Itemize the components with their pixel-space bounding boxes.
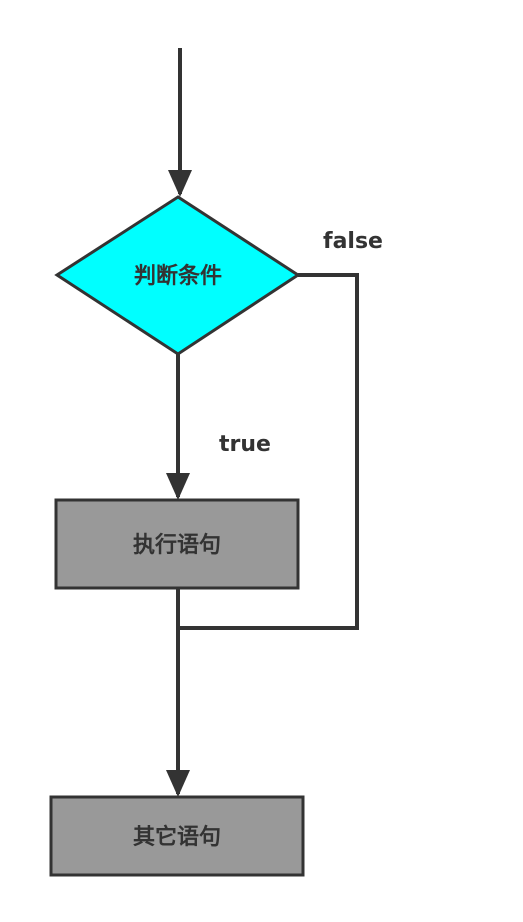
execute-box <box>54 498 300 590</box>
other-label: 其它语句 <box>133 824 221 850</box>
true-branch-arrowhead <box>166 473 190 500</box>
false-label: false <box>323 229 383 254</box>
false-branch-line <box>178 273 359 630</box>
true-label: true <box>219 432 271 457</box>
entry-arrowhead <box>168 170 192 197</box>
other-box <box>49 795 305 877</box>
execute-label: 执行语句 <box>133 532 221 558</box>
condition-label: 判断条件 <box>134 263 222 289</box>
merge-arrowhead <box>166 770 190 797</box>
